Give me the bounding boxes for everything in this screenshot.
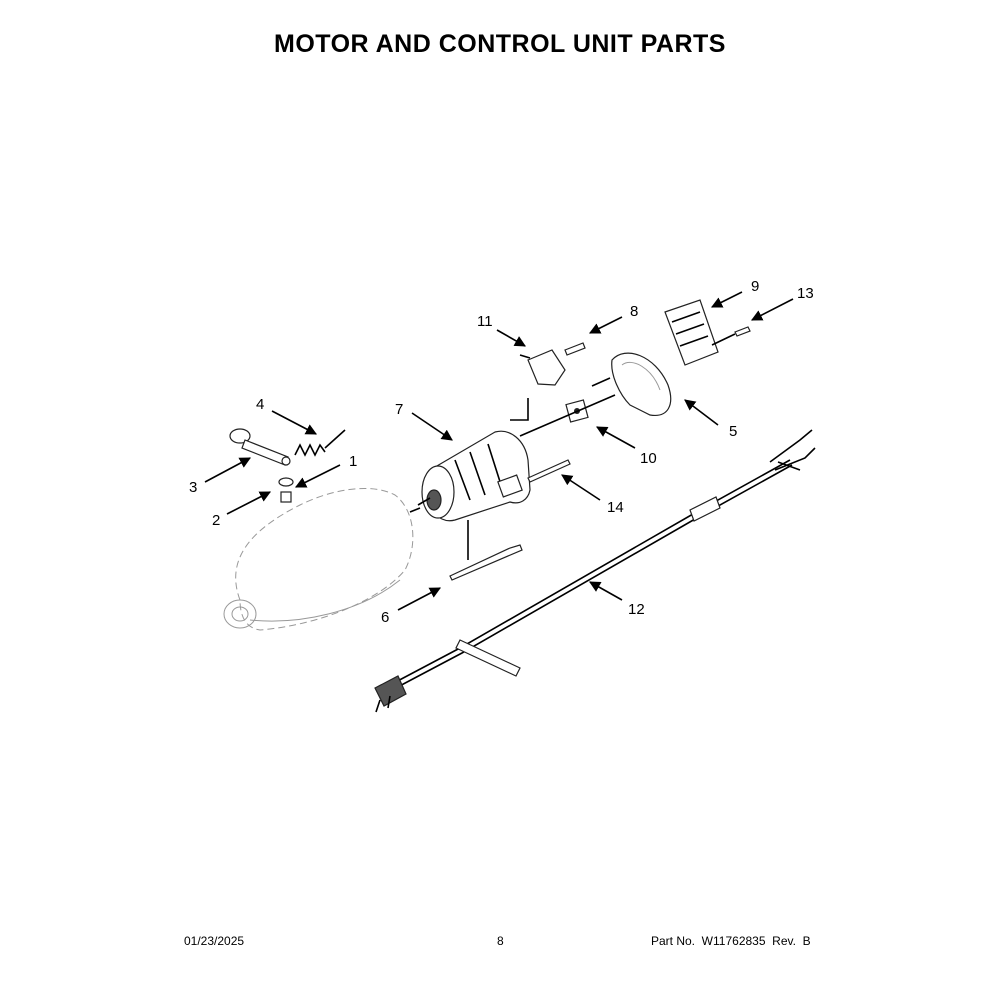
callout-arrows (204, 291, 794, 611)
screw-part-2 (280, 491, 292, 503)
callout-2: 2 (212, 512, 220, 529)
arrow-8 (588, 316, 623, 334)
callout-12: 12 (628, 601, 645, 618)
arrow-13 (751, 298, 794, 321)
spring-part (294, 429, 346, 457)
alignment-lines (409, 333, 736, 560)
page-title: MOTOR AND CONTROL UNIT PARTS (274, 30, 726, 58)
power-cord (374, 429, 816, 713)
callout-11: 11 (477, 313, 493, 330)
footer-part-number: Part No. W11762835 Rev. B (651, 934, 811, 948)
washer-part (278, 477, 294, 487)
arrow-7 (411, 412, 453, 441)
arrow-10 (596, 426, 636, 449)
callout-8: 8 (630, 303, 638, 320)
arrow-4 (271, 410, 317, 435)
callout-10: 10 (640, 450, 657, 467)
callout-1: 1 (349, 453, 357, 470)
rod-part-14 (527, 459, 571, 483)
callout-9: 9 (751, 278, 759, 295)
mixer-housing-outline (223, 487, 414, 631)
callout-14: 14 (607, 499, 624, 516)
callout-labels: 1 2 3 4 5 6 7 8 9 10 11 12 13 14 (189, 278, 814, 626)
screw-part-13 (734, 326, 751, 337)
footer-page-number: 8 (497, 934, 504, 948)
arrow-6 (397, 587, 441, 611)
callout-13: 13 (797, 285, 814, 302)
motor-assembly (417, 430, 531, 522)
control-board (664, 299, 719, 366)
arrow-2 (226, 491, 271, 515)
arrow-9 (710, 291, 743, 308)
callout-5: 5 (729, 423, 737, 440)
callout-3: 3 (189, 479, 197, 496)
arrow-1 (294, 464, 341, 488)
bracket-part (519, 349, 566, 386)
arrow-12 (589, 581, 623, 601)
wire-part-6 (449, 544, 523, 581)
arrow-5 (684, 399, 719, 426)
lever-part (229, 428, 291, 466)
bracket-ring (611, 352, 672, 416)
callout-6: 6 (381, 609, 389, 626)
arrow-14 (561, 474, 601, 501)
footer-date: 01/23/2025 (184, 934, 245, 948)
screw-part-8 (564, 342, 586, 356)
callout-4: 4 (256, 396, 264, 413)
callout-7: 7 (395, 401, 403, 418)
arrow-11 (496, 329, 526, 347)
arrow-3 (204, 457, 251, 483)
